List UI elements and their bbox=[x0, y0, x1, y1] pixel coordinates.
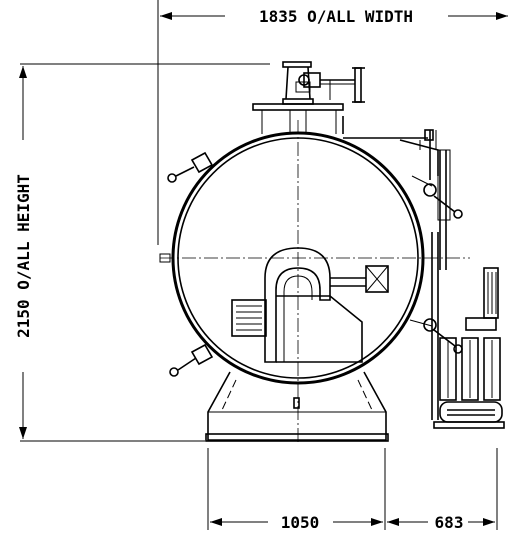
overall-width-label: 1835 O/ALL WIDTH bbox=[259, 7, 413, 26]
burner-assembly bbox=[231, 247, 389, 363]
top-manway bbox=[252, 98, 344, 134]
base-width-label: 1050 bbox=[281, 513, 320, 532]
overall-height-dimension: 2150 O/ALL HEIGHT bbox=[14, 63, 270, 442]
saddle-base bbox=[205, 371, 389, 442]
left-hinges bbox=[167, 151, 214, 377]
side-width-label: 683 bbox=[435, 513, 464, 532]
control-panel-frame bbox=[431, 149, 451, 420]
overall-height-label: 2150 O/ALL HEIGHT bbox=[14, 174, 33, 338]
overall-width-dimension: 1835 O/ALL WIDTH bbox=[157, 0, 508, 245]
bottom-dimensions: 1050 683 bbox=[207, 448, 498, 532]
top-valve bbox=[282, 61, 365, 103]
pump-set bbox=[433, 267, 505, 429]
boiler-shell bbox=[159, 120, 470, 445]
